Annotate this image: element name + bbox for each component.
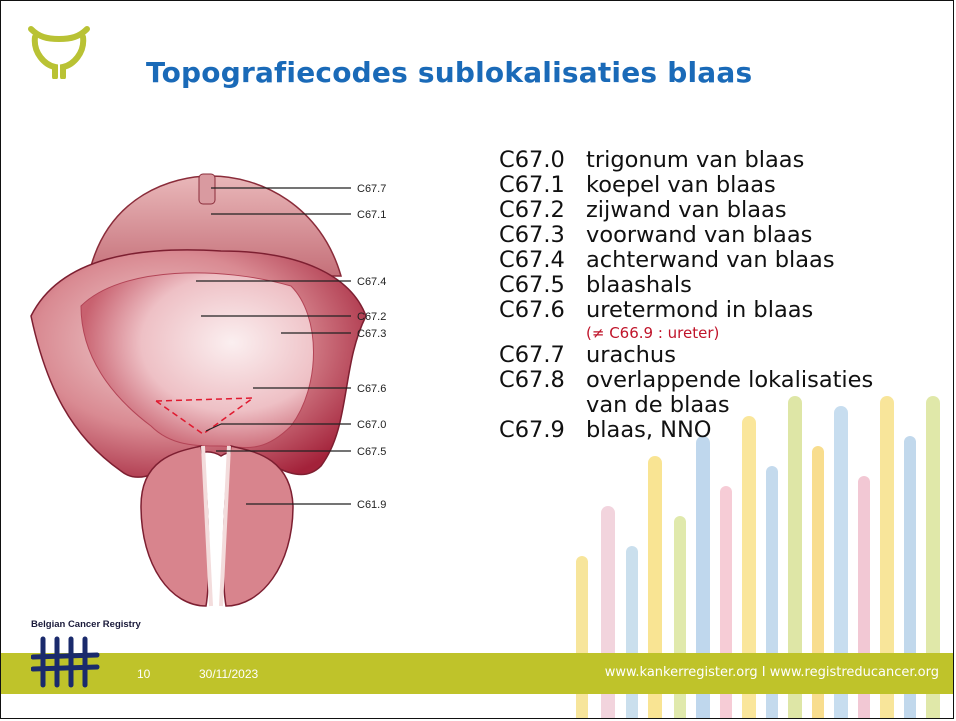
list-item: C67.8 overlappende lokalisaties	[499, 368, 873, 393]
cancer-registry-tally-logo	[31, 636, 100, 688]
description: voorwand van blaas	[586, 222, 813, 248]
list-item: C67.0 trigonum van blaas	[499, 148, 873, 173]
description: trigonum van blaas	[586, 147, 805, 173]
list-item: C67.9 blaas, NNO	[499, 418, 873, 443]
description: van de blaas	[586, 392, 730, 418]
code	[499, 323, 586, 343]
list-note: (≠ C66.9 : ureter)	[499, 323, 873, 343]
code: C67.7	[499, 342, 565, 368]
list-item: C67.3 voorwand van blaas	[499, 223, 873, 248]
diagram-label: C67.0	[357, 419, 386, 431]
description: overlappende lokalisaties	[586, 367, 874, 393]
description: blaas, NNO	[586, 417, 712, 443]
list-item: C67.6 uretermond in blaas	[499, 298, 873, 323]
diagram-label: C61.9	[357, 499, 386, 511]
code: C67.5	[499, 272, 565, 298]
description: zijwand van blaas	[586, 197, 787, 223]
code-list: C67.0 trigonum van blaas C67.1 koepel van …	[499, 148, 873, 443]
description: urachus	[586, 342, 676, 368]
bladder-outline-icon	[28, 26, 90, 79]
code	[499, 393, 586, 418]
description: blaashals	[586, 272, 692, 298]
code: C67.2	[499, 197, 565, 223]
slide-title: Topografiecodes sublokalisaties blaas	[146, 56, 753, 89]
footer-urls[interactable]: www.kankerregister.org I www.registreduc…	[604, 665, 939, 680]
diagram-label: C67.1	[357, 209, 386, 221]
diagram-label: C67.5	[357, 446, 386, 458]
diagram-label: C67.6	[357, 383, 386, 395]
description: uretermond in blaas	[586, 297, 814, 323]
description: achterwand van blaas	[586, 247, 835, 273]
list-item: van de blaas	[499, 393, 873, 418]
page-number: 10	[137, 667, 151, 681]
code: C67.9	[499, 417, 565, 443]
description: (≠ C66.9 : ureter)	[586, 324, 720, 342]
list-item: C67.2 zijwand van blaas	[499, 198, 873, 223]
list-item: C67.5 blaashals	[499, 273, 873, 298]
footer-bar	[1, 653, 953, 694]
code: C67.8	[499, 367, 565, 393]
code: C67.4	[499, 247, 565, 273]
diagram-label: C67.3	[357, 328, 386, 340]
diagram-label: C67.4	[357, 276, 386, 288]
slide-date: 30/11/2023	[199, 667, 259, 681]
registry-name: Belgian Cancer Registry	[31, 619, 141, 630]
diagram-label: C67.2	[357, 311, 386, 323]
list-item: C67.4 achterwand van blaas	[499, 248, 873, 273]
description: koepel van blaas	[586, 172, 776, 198]
bladder-illustration: C67.7 C67.1 C67.4 C67.2 C67.3 C67.6 C67.…	[30, 173, 386, 607]
code: C67.3	[499, 222, 565, 248]
code: C67.6	[499, 297, 565, 323]
list-item: C67.7 urachus	[499, 343, 873, 368]
list-item: C67.1 koepel van blaas	[499, 173, 873, 198]
code: C67.0	[499, 147, 565, 173]
diagram-label: C67.7	[357, 183, 386, 195]
code: C67.1	[499, 172, 565, 198]
